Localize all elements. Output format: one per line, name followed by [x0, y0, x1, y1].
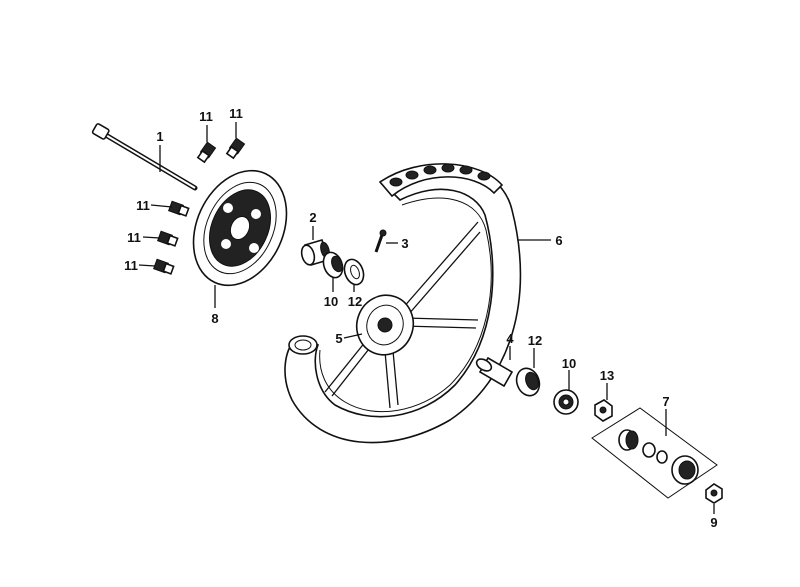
speedometer-gear-kit-part: [591, 407, 718, 499]
hub-spokes-part: [324, 221, 481, 409]
callout-12-lower: 12: [528, 333, 542, 348]
axle-part: [91, 123, 198, 191]
tire-rim-part: [284, 163, 522, 444]
callout-7: 7: [662, 394, 669, 409]
callout-8: 8: [211, 311, 218, 326]
nut-lower-part: [705, 483, 723, 504]
callout-10-lower: 10: [562, 356, 576, 371]
seal-upper-part: [343, 258, 365, 286]
callout-13: 13: [600, 368, 614, 383]
callout-11-top-right: 11: [229, 106, 243, 121]
valve-part: [374, 229, 387, 253]
callout-12-upper: 12: [348, 294, 362, 309]
callout-5: 5: [335, 331, 342, 346]
bearing-upper-part: [322, 251, 344, 279]
callout-6: 6: [555, 233, 562, 248]
callout-2: 2: [309, 210, 316, 225]
callout-1: 1: [156, 129, 163, 144]
bolt-parts: [153, 137, 246, 275]
callout-4: 4: [506, 331, 514, 346]
callout-10-upper: 10: [324, 294, 338, 309]
callout-9: 9: [710, 515, 717, 530]
nut-part: [594, 399, 613, 422]
brake-disc-part: [192, 169, 288, 287]
callout-3: 3: [401, 236, 408, 251]
leader-lines: [138, 122, 715, 514]
callout-11-mid-2: 11: [127, 230, 141, 245]
seal-lower-part: [515, 367, 541, 397]
callout-11-top-left: 11: [199, 109, 213, 124]
collar-part: [475, 356, 514, 388]
callout-11-mid-3: 11: [124, 258, 138, 273]
callout-11-mid-1: 11: [136, 198, 150, 213]
bearing-lower-part: [553, 389, 579, 415]
callout-labels: 1 11 11 11 11 11 8 2 3 10 12 5 6 4 12 10…: [124, 106, 717, 530]
